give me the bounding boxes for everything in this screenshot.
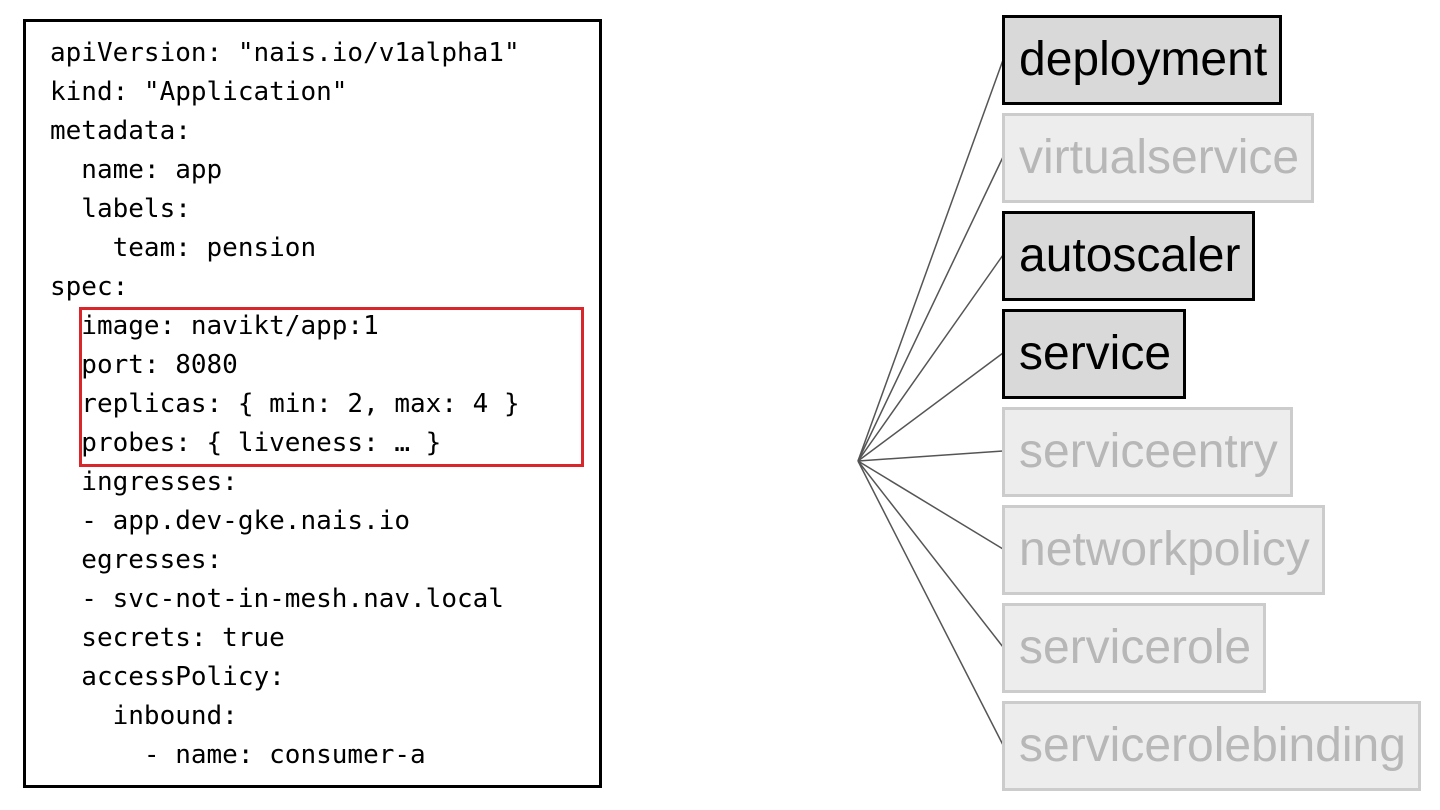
yaml-line: - app.dev-gke.nais.io [50, 506, 411, 536]
highlight-box [79, 307, 584, 467]
yaml-line: accessPolicy: [50, 662, 285, 692]
connector-line [857, 156, 1004, 462]
connector-line [857, 450, 1004, 462]
yaml-line: ingresses: [50, 467, 238, 497]
yaml-line: metadata: [50, 116, 191, 146]
yaml-line: inbound: [50, 701, 238, 731]
connector-line [857, 254, 1004, 462]
connector-line [857, 59, 1004, 462]
resource-autoscaler: autoscaler [1002, 211, 1256, 301]
resource-servicerole: servicerole [1002, 603, 1267, 693]
connector-line [857, 352, 1004, 462]
connector-line [857, 460, 1004, 746]
yaml-line: egresses: [50, 545, 223, 575]
connector-line [857, 460, 1004, 648]
yaml-line-highlighted: probes: { liveness: … } [50, 428, 442, 458]
yaml-line: secrets: true [50, 623, 285, 653]
yaml-line: kind: "Application" [50, 77, 348, 107]
yaml-line-highlighted: replicas: { min: 2, max: 4 } [50, 389, 520, 419]
resource-deployment: deployment [1002, 15, 1283, 105]
yaml-line-highlighted: image: navikt/app:1 [50, 311, 379, 341]
yaml-manifest-panel: apiVersion: "nais.io/v1alpha1" kind: "Ap… [23, 19, 602, 788]
yaml-line: team: pension [50, 233, 317, 263]
yaml-line-highlighted: port: 8080 [50, 350, 238, 380]
yaml-line: name: app [50, 155, 223, 185]
yaml-line: apiVersion: "nais.io/v1alpha1" [50, 38, 520, 68]
yaml-line: labels: [50, 194, 191, 224]
yaml-line: - name: consumer-a [50, 740, 426, 770]
yaml-line: spec: [50, 272, 129, 302]
yaml-line: - svc-not-in-mesh.nav.local [50, 584, 504, 614]
resource-virtualservice: virtualservice [1002, 113, 1315, 203]
resource-serviceentry: serviceentry [1002, 407, 1293, 497]
resource-service: service [1002, 309, 1187, 399]
resource-servicerolebinding: servicerolebinding [1002, 701, 1421, 791]
resource-networkpolicy: networkpolicy [1002, 505, 1325, 595]
connector-line [857, 460, 1004, 550]
